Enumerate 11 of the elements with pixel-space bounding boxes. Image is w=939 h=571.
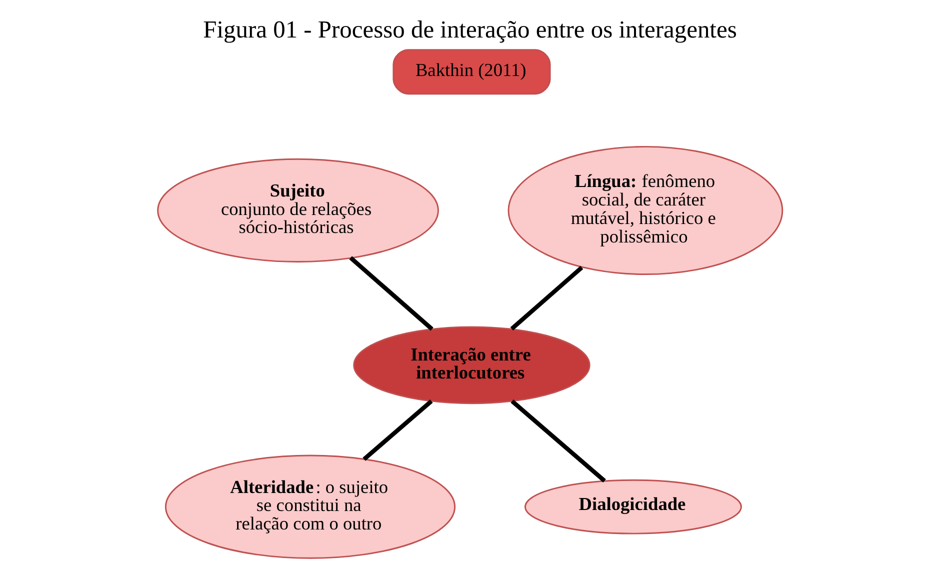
node-ellipse: Alteridade: o sujeito se constitui na relação com o outro <box>164 454 456 559</box>
node-ellipse: Interação entre interlocutores <box>352 326 590 404</box>
node-ellipse: Língua: fenômeno social, de caráter mutável, histórico e polissêmico <box>507 146 783 275</box>
connector <box>510 266 583 331</box>
node-ellipse: Sujeito conjunto de relações sócio-históricas <box>156 158 438 263</box>
diagram-title: Figura 01 - Processo de interação entre os interagentes <box>202 16 736 44</box>
node-box: Bakthin (2011) <box>392 49 550 95</box>
connector <box>510 400 606 483</box>
connector <box>348 256 433 331</box>
connector <box>362 400 432 461</box>
node-ellipse: Dialogicidade <box>524 479 742 534</box>
